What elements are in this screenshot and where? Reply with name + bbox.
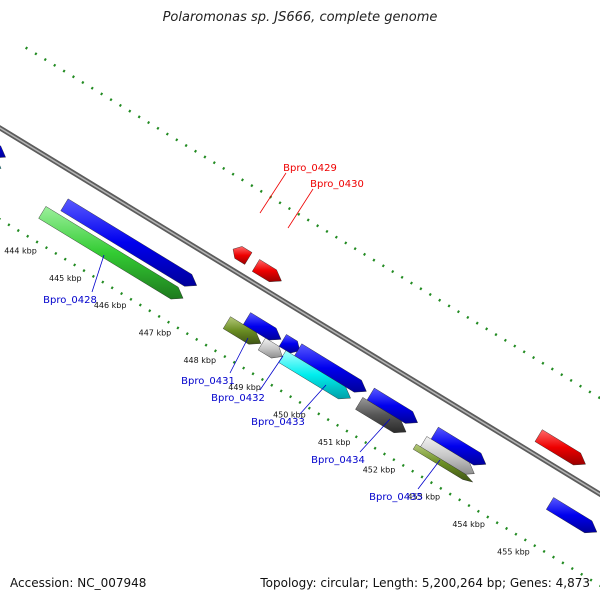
kbp-tick-label: 449 kbp	[228, 383, 261, 392]
gene-label-bpro-0429[interactable]: Bpro_0429	[283, 163, 337, 174]
gene-arrow-forward	[366, 387, 418, 424]
gene-label-bpro-0430[interactable]: Bpro_0430	[310, 179, 364, 190]
gene-arrow-bpro-0429	[232, 246, 253, 265]
genome-backbone	[0, 125, 600, 498]
gene-label-bpro-0433[interactable]: Bpro_0433	[251, 417, 305, 428]
gene-label-leader	[259, 172, 287, 214]
kbp-tick-label: 452 kbp	[363, 465, 396, 474]
gene-label-bpro-0435[interactable]: Bpro_0435	[369, 492, 423, 503]
gene-label-bpro-0434[interactable]: Bpro_0434	[311, 455, 365, 466]
kbp-tick-label: 455 kbp	[497, 547, 530, 556]
genome-summary-text: Topology: circular; Length: 5,200,264 bp…	[260, 576, 590, 590]
kbp-tick-label: 453 kbp	[408, 493, 441, 502]
gene-arrow-gray	[419, 436, 475, 475]
gene-arrow-forward	[430, 426, 487, 466]
gene-label-leader	[91, 254, 105, 293]
gene-arrow-reverse	[534, 429, 586, 466]
gene-arrow-gray-bpro-0432	[257, 337, 283, 359]
gene-label-bpro-0428[interactable]: Bpro_0428	[43, 295, 97, 306]
gene-label-leader	[259, 355, 284, 391]
gene-arrow-forward	[242, 312, 282, 341]
gene-label-leader	[299, 384, 327, 415]
inner-tick-ring	[0, 217, 600, 587]
gene-label-leader	[287, 188, 314, 229]
kbp-tick-label: 444 kbp	[4, 247, 37, 256]
gene-arrow-green-bpro-0428	[38, 206, 184, 300]
kbp-tick-label: 451 kbp	[318, 438, 351, 447]
gene-label-leader	[417, 459, 441, 490]
map-title: Polaromonas sp. JS666, complete genome	[162, 10, 438, 25]
gene-arrow-forward	[546, 497, 598, 534]
kbp-tick-label: 446 kbp	[94, 301, 127, 310]
gene-arrow-forward	[294, 343, 367, 393]
kbp-tick-label: 450 kbp	[273, 411, 306, 420]
kbp-tick-label: 447 kbp	[139, 329, 172, 338]
genome-backbone-highlight	[0, 127, 600, 496]
gene-label-bpro-0432[interactable]: Bpro_0432	[211, 393, 265, 404]
outer-tick-ring	[24, 46, 600, 400]
gene-arrow-olive-bpro-0431	[222, 316, 262, 345]
gene-label-leader	[229, 337, 249, 374]
gene-arrow-forward	[0, 145, 6, 158]
gene-arrow-cyan	[0, 165, 2, 169]
accession-text: Accession: NC_007948	[10, 576, 147, 590]
gene-label-bpro-0431[interactable]: Bpro_0431	[181, 376, 235, 387]
gene-arrow-forward	[278, 334, 301, 354]
gene-arrow-darkgray-bpro-0434	[355, 397, 407, 433]
gene-arrow-bpro-0430	[251, 259, 282, 283]
kbp-tick-label: 454 kbp	[452, 520, 485, 529]
gene-arrow-forward	[60, 198, 198, 287]
gene-arrow-olive-bpro-0435	[412, 443, 474, 483]
kbp-tick-label: 448 kbp	[183, 356, 216, 365]
gene-label-leader	[359, 418, 391, 453]
kbp-tick-label: 445 kbp	[49, 274, 82, 283]
